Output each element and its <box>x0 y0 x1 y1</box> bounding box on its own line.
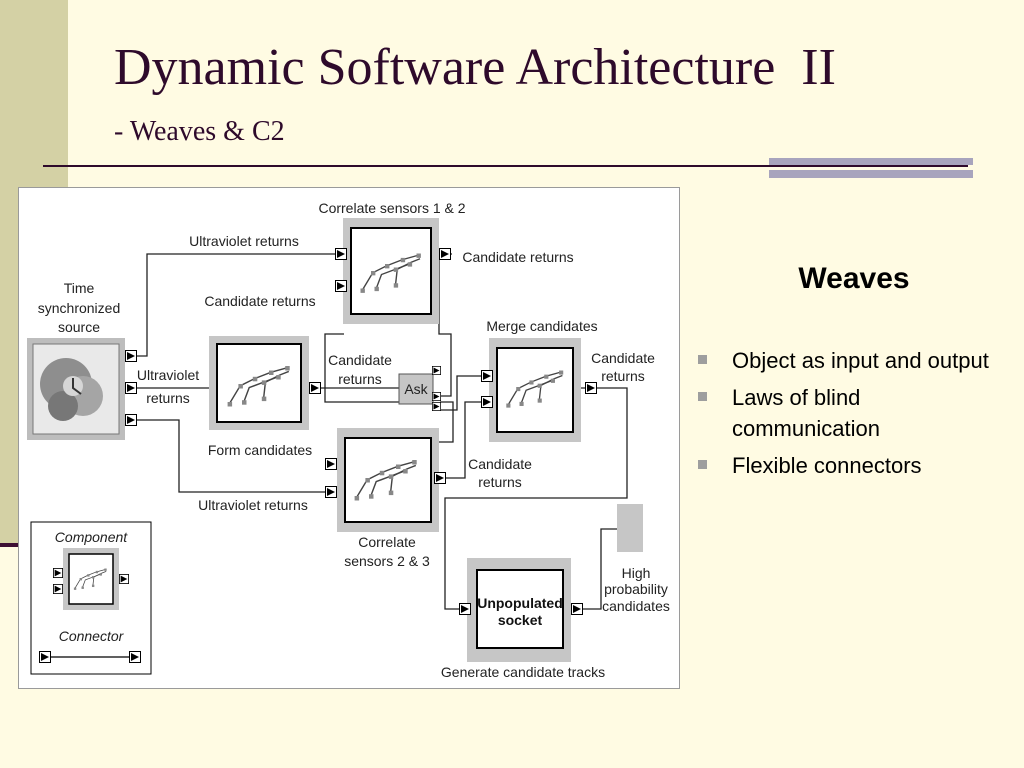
ask-box: Ask <box>398 373 434 405</box>
candidate-returns-label: Candidate <box>328 352 392 368</box>
high-probability-label: High <box>622 565 651 581</box>
high-probability-label: probability <box>604 581 668 597</box>
merge-in-port <box>481 370 493 382</box>
correlate-12-in-port <box>335 248 347 260</box>
time-source-port <box>125 414 137 426</box>
time-source-component <box>27 338 125 440</box>
correlate-23-out-port <box>434 472 446 484</box>
merge-candidates-label: Merge candidates <box>486 318 597 334</box>
form-candidates-label: Form candidates <box>208 442 312 458</box>
bullet-square-icon <box>698 392 707 401</box>
correlate-12-label: Correlate sensors 1 & 2 <box>318 200 465 216</box>
uv-returns-label: Ultraviolet returns <box>198 497 308 513</box>
candidate-returns-label: Candidate returns <box>462 249 573 265</box>
bullet-text: Object as input and output <box>732 348 989 373</box>
bullet-item: Object as input and output <box>696 345 996 376</box>
candidate-returns-label: returns <box>338 371 382 387</box>
merge-candidates-component <box>489 338 581 442</box>
correlate-12-component <box>343 218 439 324</box>
uv-returns-label: Ultraviolet returns <box>189 233 299 249</box>
ask-label: Ask <box>404 381 428 397</box>
correlate-23-in-port <box>325 458 337 470</box>
socket-in-port <box>459 603 471 615</box>
legend-box <box>30 521 152 675</box>
candidate-returns-label: returns <box>478 474 522 490</box>
merge-out-port <box>585 382 597 394</box>
generate-tracks-label: Generate candidate tracks <box>441 664 605 680</box>
correlate-23-label: Correlate <box>358 534 416 550</box>
uv-returns-label: Ultraviolet <box>137 367 199 383</box>
panel-heading: Weaves <box>798 262 910 295</box>
time-source-label: Time <box>64 280 95 296</box>
title-rule-stripe <box>769 170 973 178</box>
unpopulated-socket-component <box>467 558 571 662</box>
time-source-port <box>125 382 137 394</box>
bullet-square-icon <box>698 460 707 469</box>
title-rule-stripe <box>769 158 973 165</box>
left-accent-tick <box>0 543 22 547</box>
ask-port <box>432 392 441 401</box>
candidate-returns-label: returns <box>601 368 645 384</box>
legend-connector-label: Connector <box>59 628 125 644</box>
ask-port <box>432 366 441 375</box>
diagram-labels: Correlate sensors 1 & 2 Ultraviolet retu… <box>38 200 670 680</box>
candidate-returns-label: Candidate returns <box>204 293 315 309</box>
ask-port <box>432 402 441 411</box>
uv-returns-label: returns <box>146 390 190 406</box>
form-candidates-component <box>209 336 309 430</box>
correlate-23-in-port <box>325 486 337 498</box>
bullet-square-icon <box>698 355 707 364</box>
legend-component-label: Component <box>55 529 128 545</box>
weaves-diagram: Ask Correlate se <box>18 187 680 689</box>
unpopulated-socket-label: socket <box>498 612 543 628</box>
time-source-port <box>125 350 137 362</box>
slide-subtitle: - Weaves & C2 <box>114 116 285 147</box>
slide-title: Dynamic Software Architecture II <box>114 39 836 96</box>
bullet-item: Flexible connectors <box>696 450 996 481</box>
bullet-text: Laws of blind communication <box>732 385 880 441</box>
correlate-12-in-port <box>335 280 347 292</box>
form-candidates-out-port <box>309 382 321 394</box>
correlate-23-label: sensors 2 & 3 <box>344 553 430 569</box>
candidate-returns-label: Candidate <box>591 350 655 366</box>
candidate-returns-label: Candidate <box>468 456 532 472</box>
bullet-list: Object as input and output Laws of blind… <box>696 345 996 487</box>
unpopulated-socket-label: Unpopulated <box>477 595 563 611</box>
time-source-label: source <box>58 319 100 335</box>
correlate-23-component <box>337 428 439 532</box>
high-probability-label: candidates <box>602 598 670 614</box>
merge-in-port <box>481 396 493 408</box>
bullet-item: Laws of blind communication <box>696 382 996 444</box>
bullet-text: Flexible connectors <box>732 453 922 478</box>
time-source-label: synchronized <box>38 300 121 316</box>
correlate-12-out-port <box>439 248 451 260</box>
title-rule <box>43 165 968 167</box>
high-probability-output <box>617 504 643 552</box>
socket-out-port <box>571 603 583 615</box>
